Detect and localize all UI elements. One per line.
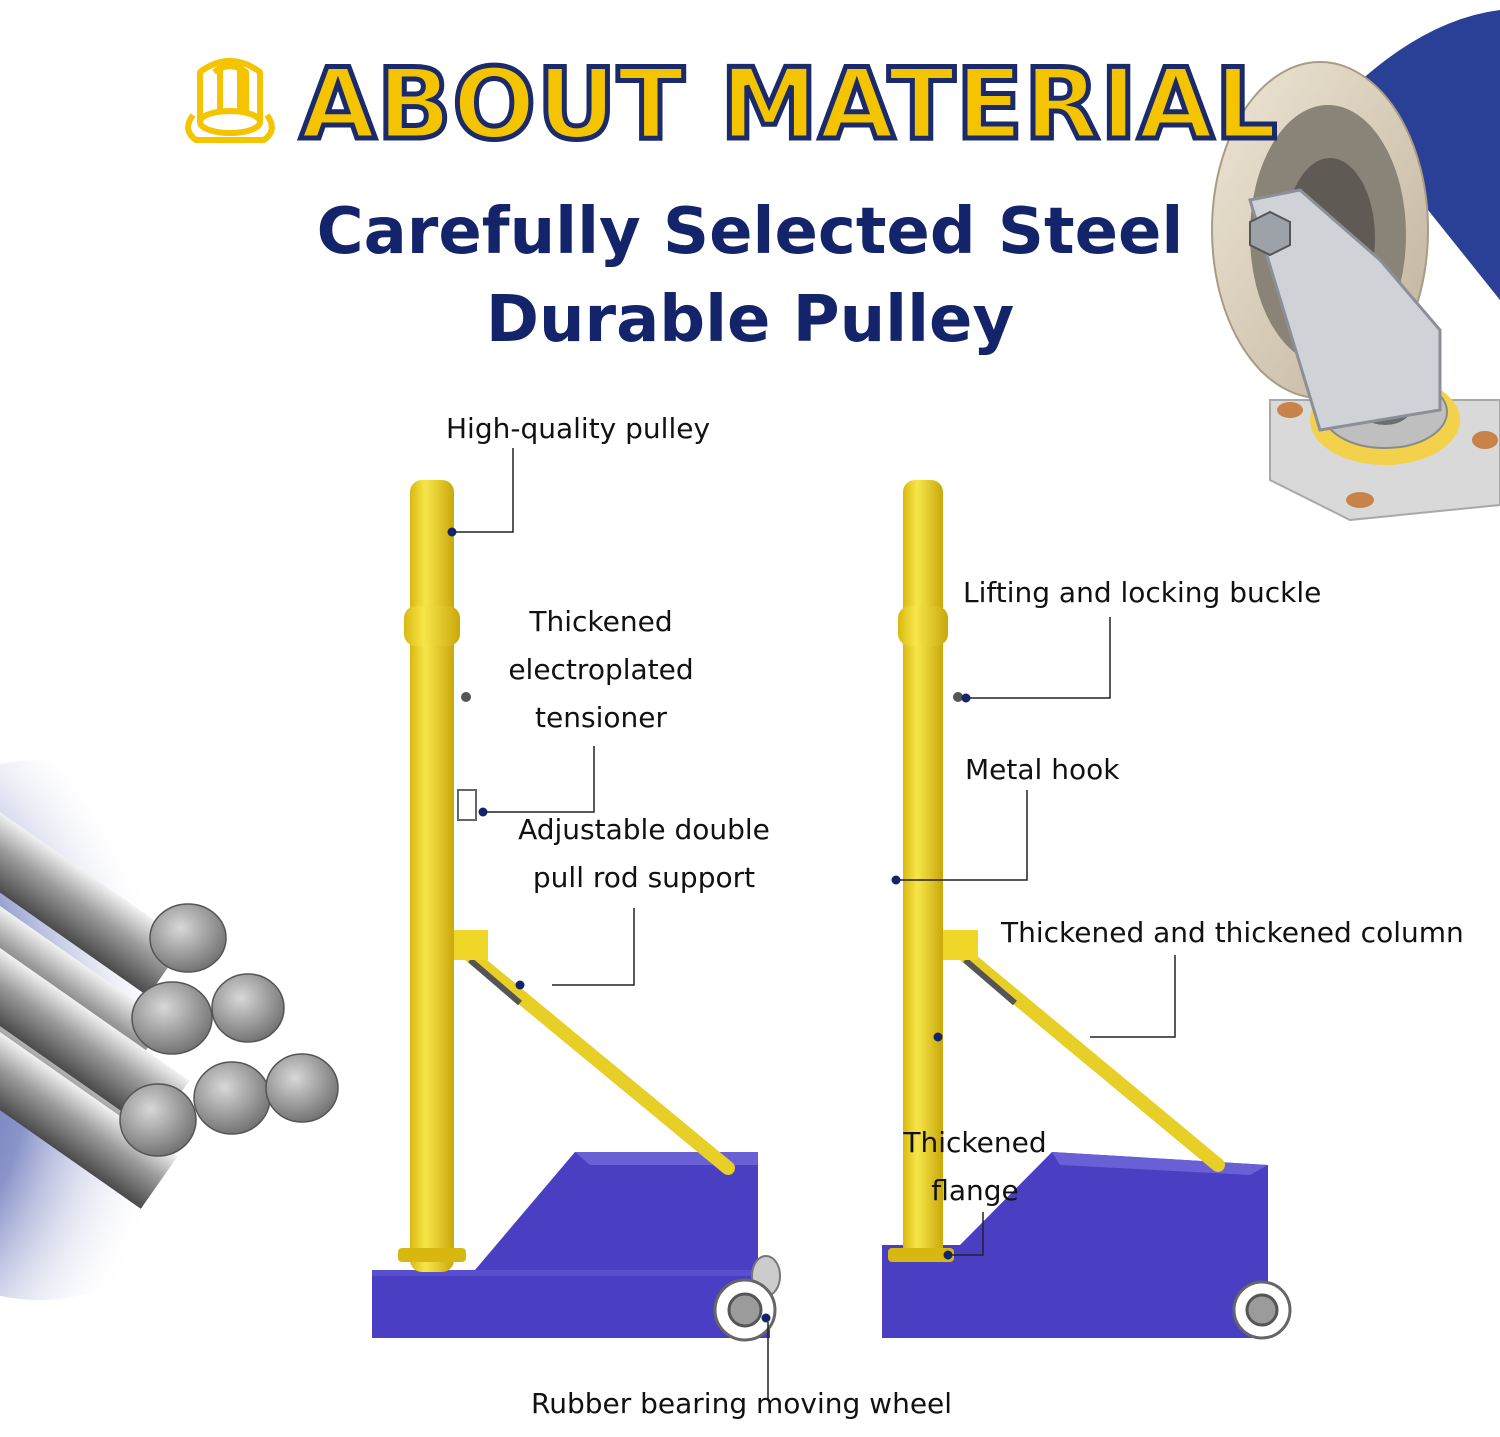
label-pulley: High-quality pulley [446, 412, 711, 445]
left-wheel [713, 1278, 777, 1342]
caster-wheel-image [1211, 61, 1500, 522]
label-flange-line-1: Thickened [903, 1126, 1047, 1159]
label-pull-rod-line-2: pull rod support [532, 861, 756, 894]
label-tensioner-line-2: electroplated [508, 653, 694, 686]
right-net-stand [882, 480, 1268, 1338]
steel-rods-outline-icon [185, 58, 275, 143]
steel-rods-image [0, 770, 339, 1209]
callout-lines [452, 448, 1176, 1400]
label-buckle: Lifting and locking buckle [963, 576, 1322, 609]
subtitle-line-2: Durable Pulley [485, 283, 1015, 357]
label-flange-line-2: flange [931, 1174, 1019, 1207]
label-tensioner-line-1: Thickened [529, 605, 673, 638]
right-wheel [1232, 1280, 1292, 1340]
label-wheel: Rubber bearing moving wheel [531, 1387, 953, 1420]
label-column: Thickened and thickened column [1001, 916, 1464, 949]
callout-dots [447, 527, 971, 1323]
label-tensioner-line-3: tensioner [535, 701, 667, 734]
label-pull-rod-line-1: Adjustable double [518, 813, 770, 846]
top-right-blue-arc [1340, 10, 1500, 300]
page-title: ABOUT MATERIAL [297, 46, 1279, 165]
left-net-stand [372, 480, 781, 1338]
subtitle-line-1: Carefully Selected Steel [316, 195, 1184, 269]
label-hook: Metal hook [965, 753, 1120, 786]
